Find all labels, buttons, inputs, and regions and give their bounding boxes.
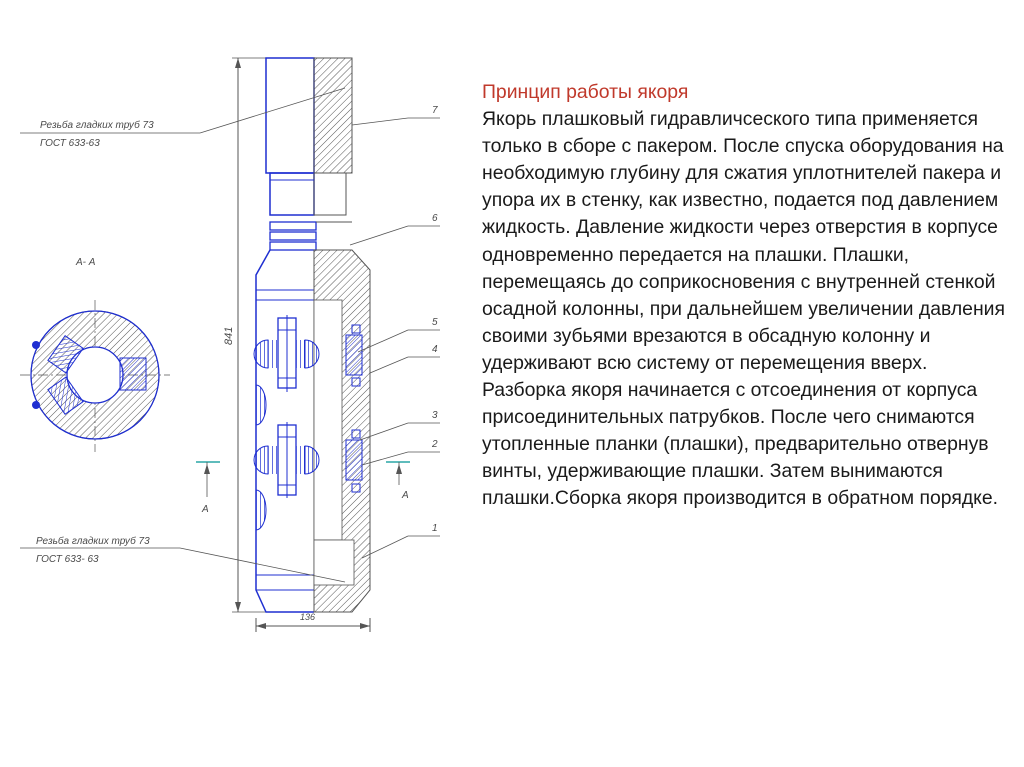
thread-callout-top: Резьба гладких труб 73 ГОСТ 633-63 xyxy=(20,87,346,149)
part-number-7: 7 xyxy=(432,105,438,116)
thread-callout-bottom: Резьба гладких труб 73 ГОСТ 633- 63 xyxy=(20,535,346,583)
section-marker-left: А xyxy=(196,461,220,515)
section-mark-left-label: А xyxy=(201,504,209,515)
diameter-dimension: 136 xyxy=(255,612,371,632)
section-label: А- А xyxy=(75,257,96,268)
dimension-length-label: 841 xyxy=(223,327,235,345)
spring-lower xyxy=(345,429,363,493)
slip-lower xyxy=(253,422,320,498)
top-coupling xyxy=(265,57,353,216)
anchor-body xyxy=(255,249,371,613)
part-leaders xyxy=(349,117,440,559)
side-slip-marks xyxy=(255,384,267,531)
slip-upper xyxy=(253,315,320,392)
dimension-diameter-label: 136 xyxy=(300,612,315,622)
operation-paragraph: Якорь плашковый гидравличсеского типа пр… xyxy=(482,108,1005,374)
part-number-6: 6 xyxy=(432,213,438,224)
length-dimension: 841 xyxy=(223,57,330,613)
thread-rings xyxy=(269,221,352,251)
principle-title: Принцип работы якоря xyxy=(482,81,689,103)
thread-bottom-line2: ГОСТ 633- 63 xyxy=(36,554,99,565)
thread-top-line1: Резьба гладких труб 73 xyxy=(40,119,154,131)
part-number-2: 2 xyxy=(431,439,438,450)
section-mark-right-label: А xyxy=(401,490,409,501)
section-view-a-a: А- А xyxy=(20,257,170,452)
section-marker-right: А xyxy=(386,461,410,501)
disassembly-paragraph: Разборка якоря начинается с отсоединения… xyxy=(482,379,999,510)
part-number-5: 5 xyxy=(432,317,438,328)
part-number-3: 3 xyxy=(432,410,438,421)
part-numbers: 7 6 5 4 3 2 1 xyxy=(431,105,438,534)
thread-top-line2: ГОСТ 633-63 xyxy=(40,138,100,149)
spring-upper xyxy=(345,324,363,387)
description-panel: Принцип работы якоря Якорь плашковый гид… xyxy=(482,79,1012,513)
anchor-technical-drawing: 841 xyxy=(20,57,440,632)
part-number-4: 4 xyxy=(432,344,438,355)
thread-bottom-line1: Резьба гладких труб 73 xyxy=(36,535,150,547)
part-number-1: 1 xyxy=(432,523,438,534)
